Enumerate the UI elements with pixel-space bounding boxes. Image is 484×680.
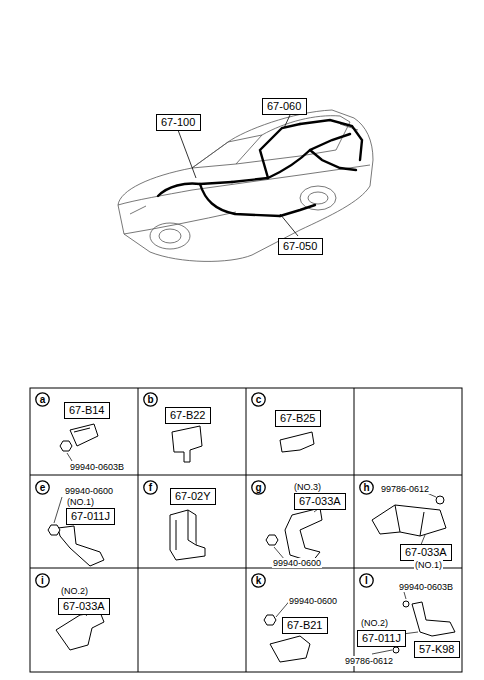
fastener [48,441,444,653]
part-label: (NO.1) [414,560,443,570]
car-body [118,110,373,261]
part-number: f [149,482,152,493]
cell-letter: g [251,480,266,495]
part-number-box: 67-B22 [165,407,211,424]
part-number-box: 67-060 [262,98,307,115]
part-number: 67-100 [161,116,195,128]
cell-letter: h [359,480,374,495]
part-number: e [40,482,46,493]
part-number-box: 67-02Y [170,488,216,505]
part-number-box: 67-B21 [282,617,328,634]
part-label: 99786-0612 [380,484,430,494]
part-label: (NO.3) [293,482,322,492]
leader-line [178,115,298,236]
cell-letter: i [35,573,50,588]
cell-letter: e [35,480,50,495]
part-number-box: 67-B14 [64,402,110,419]
part-number-box: 67-033A [58,598,110,615]
part-number-box: 67-050 [278,238,323,255]
part-number-box: 57-K98 [414,641,460,658]
part-number: l [365,575,368,586]
part-number: h [363,482,369,493]
part-label: 99786-0612 [344,656,394,666]
part-number: 67-033A [405,546,447,558]
part-number: 67-011J [71,510,110,522]
wiring-harness [158,120,362,216]
cell-letter: k [251,573,266,588]
part-number: 67-060 [267,100,301,112]
part-number-box: 67-033A [294,493,346,510]
leader-line [54,453,436,654]
table-grid [30,388,462,672]
part-label: 99940-0600 [272,558,322,568]
part-number: i [41,575,44,586]
cell-letter: c [251,392,266,407]
part-number: 67-B14 [69,404,104,416]
part-number: 67-011J [362,632,401,644]
part-number: c [256,394,262,405]
part-label: 99940-0603B [398,582,454,592]
cell-letter: f [143,480,158,495]
part-number: 67-033A [299,495,341,507]
cell-letter: b [143,392,158,407]
cell-letter: l [359,573,374,588]
part-label: 99940-0603B [69,462,125,472]
part-label: (NO.2) [360,618,389,628]
part-label: 99940-0600 [288,596,338,606]
part-number: 67-B25 [280,412,315,424]
part-number: 67-02Y [175,490,210,502]
part-number: 67-033A [63,600,105,612]
part-number: g [255,482,261,493]
part-number: 67-B21 [287,619,322,631]
cell-letter: a [35,392,50,407]
bracket-part [56,424,455,662]
part-number: 67-B22 [170,409,205,421]
part-number: 67-050 [283,240,317,252]
part-number: a [40,394,46,405]
part-number: 57-K98 [419,643,454,655]
part-number: b [147,394,153,405]
part-number-box: 67-011J [66,508,115,525]
part-number-box: 67-011J [357,630,406,647]
part-number-box: 67-100 [156,114,201,131]
part-number-box: 67-B25 [275,410,321,427]
part-label: (NO.1) [66,497,95,507]
part-number: k [256,575,262,586]
part-number-box: 67-033A [400,544,452,561]
part-label: (NO.2) [60,586,89,596]
part-label: 99940-0600 [64,486,114,496]
